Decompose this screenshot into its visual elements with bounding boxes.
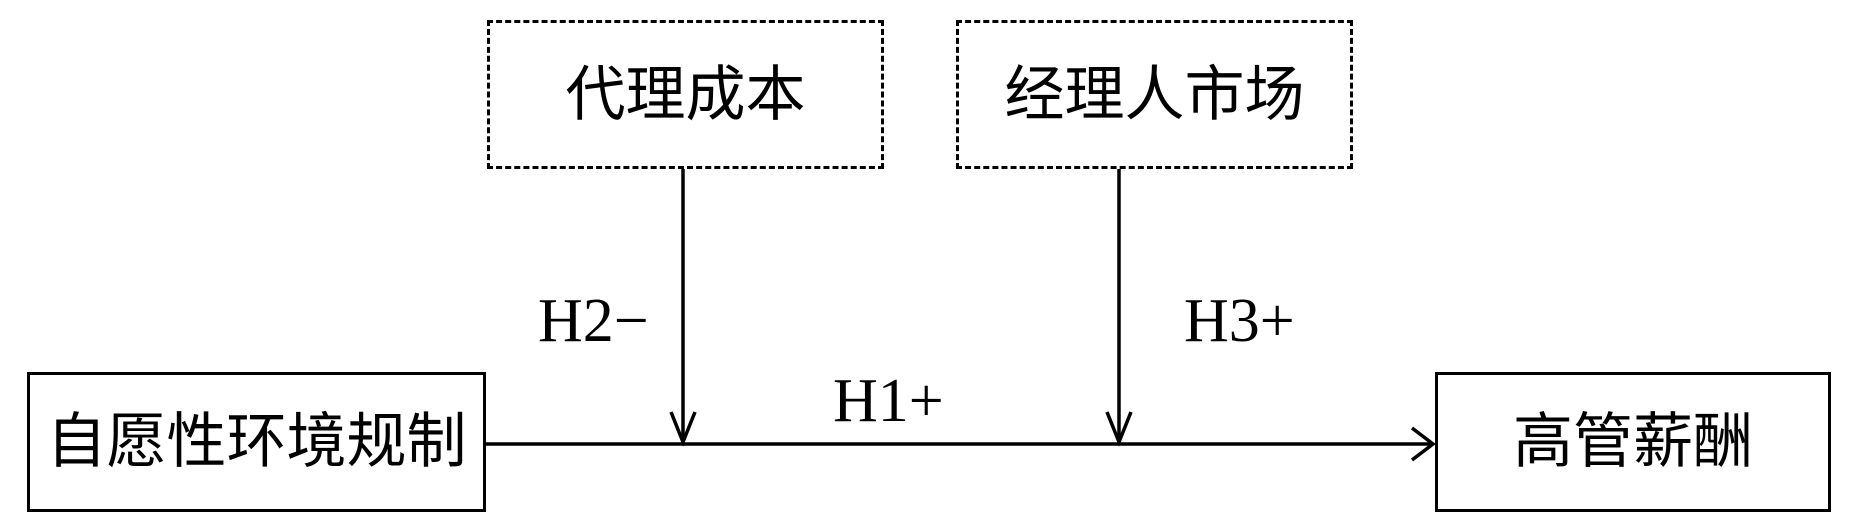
moderator-box-agency-cost: 代理成本 — [487, 20, 884, 169]
dependent-variable-label: 高管薪酬 — [1513, 407, 1753, 477]
main-effect-arrowhead-icon — [1410, 426, 1436, 462]
moderation-arrowhead-1-icon — [669, 411, 697, 447]
moderator-label-manager-market: 经理人市场 — [1004, 59, 1305, 130]
independent-variable-box: 自愿性环境规制 — [27, 372, 486, 512]
moderator-label-agency-cost: 代理成本 — [565, 59, 806, 130]
moderator-box-manager-market: 经理人市场 — [956, 20, 1353, 169]
hypothesis-h3-label: H3+ — [1184, 287, 1295, 355]
independent-variable-label: 自愿性环境规制 — [46, 407, 467, 477]
hypothesis-h2-label: H2− — [538, 287, 649, 355]
moderation-arrowhead-2-icon — [1105, 411, 1133, 447]
dependent-variable-box: 高管薪酬 — [1435, 372, 1831, 512]
hypothesis-h1-label: H1+ — [833, 367, 944, 435]
